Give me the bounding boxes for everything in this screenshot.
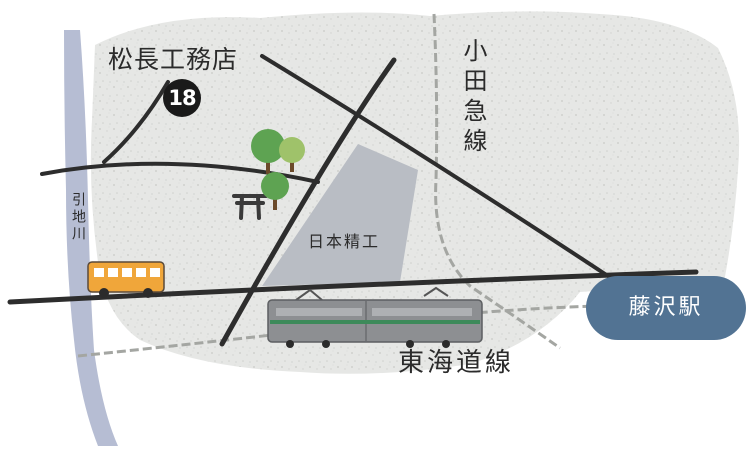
shop-number-badge: 18 [163, 79, 201, 117]
road-north-diagonal [260, 54, 610, 278]
land-area [90, 11, 740, 374]
station-badge: 藤沢駅 [586, 276, 746, 340]
torii-icon [232, 194, 268, 220]
tokaido-line-label: 東海道線 [398, 348, 515, 378]
tree-icon [279, 137, 305, 172]
road-main-diagonal [219, 57, 397, 347]
river [64, 30, 118, 446]
shop-name-label: 松長工務店 [108, 45, 239, 74]
odakyu-line-label: 小田急線 [459, 38, 487, 158]
factory-label: 日本精工 [308, 232, 381, 251]
train-icon [267, 286, 483, 348]
river-label: 引地川 [70, 192, 86, 243]
factory-area [262, 144, 418, 286]
tree-icon [251, 129, 285, 174]
bus-icon [87, 261, 165, 298]
tree-icon [261, 172, 289, 210]
road-northwest [102, 80, 170, 164]
